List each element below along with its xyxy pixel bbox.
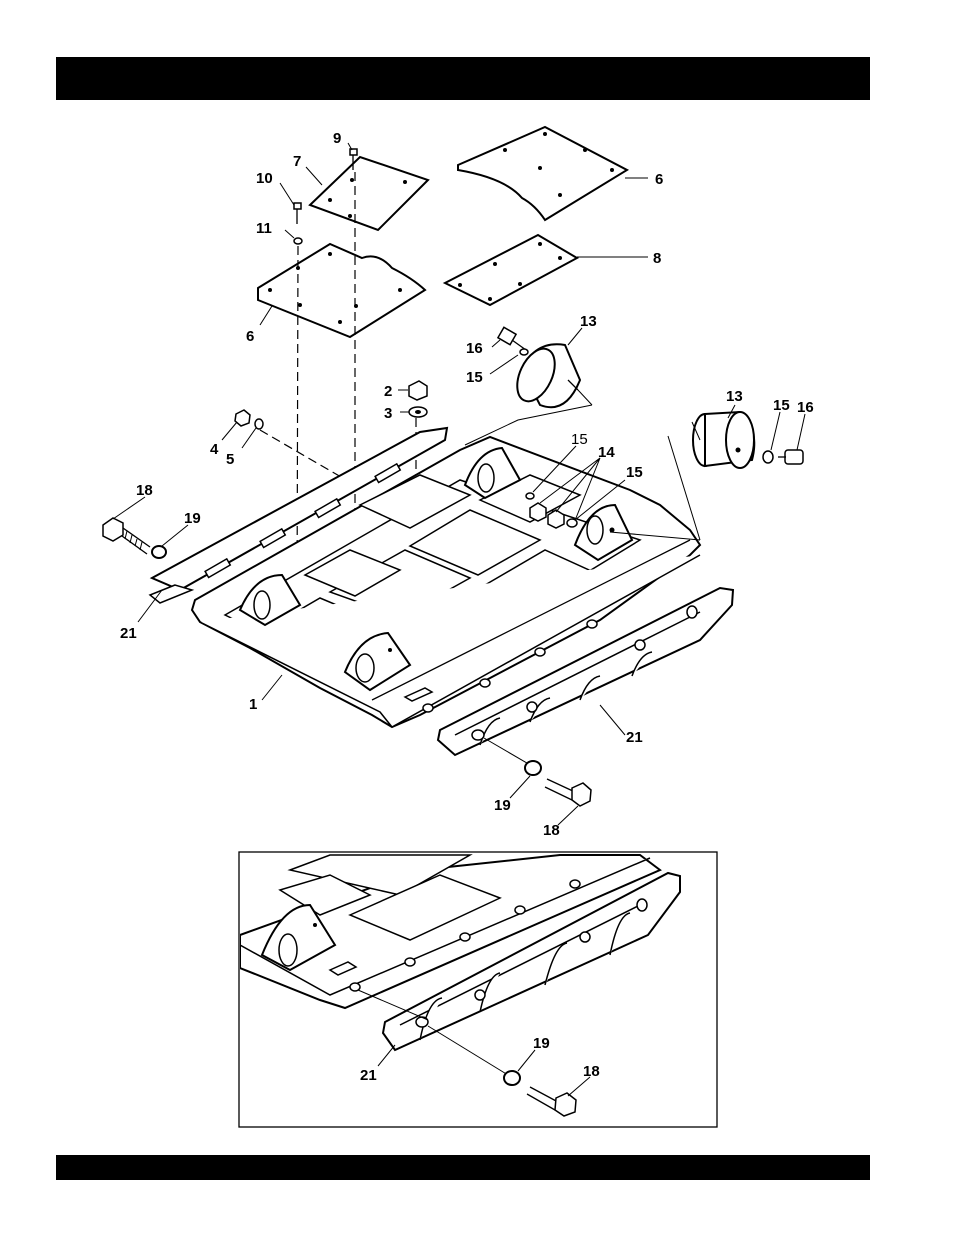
inset-callout-18: 18 bbox=[583, 1063, 600, 1080]
footer-bar bbox=[56, 1155, 870, 1180]
callout-15-frame: 15 bbox=[626, 464, 643, 481]
inset-callout-19: 19 bbox=[533, 1035, 550, 1052]
plate-8 bbox=[445, 235, 577, 305]
nut-14b-icon bbox=[548, 510, 564, 528]
callout-15-mid: 15 bbox=[571, 431, 588, 448]
washer-19-right-icon bbox=[525, 761, 541, 775]
callout-8: 8 bbox=[653, 250, 661, 267]
bolt-18-right-icon bbox=[545, 779, 591, 806]
inset-detail-box: 19 18 21 bbox=[239, 852, 717, 1127]
callout-4: 4 bbox=[210, 441, 219, 458]
callout-21-left: 21 bbox=[120, 625, 137, 642]
mount-13-top-icon bbox=[465, 343, 592, 445]
callout-10: 10 bbox=[256, 170, 273, 187]
callout-13-top: 13 bbox=[580, 313, 597, 330]
callout-6-left: 6 bbox=[246, 328, 254, 345]
washer-15-right-icon bbox=[763, 451, 773, 463]
callout-21-right: 21 bbox=[626, 729, 643, 746]
nut-4-icon bbox=[235, 410, 250, 426]
plate-6-right bbox=[458, 127, 627, 220]
callout-11: 11 bbox=[256, 220, 272, 237]
callout-18-right: 18 bbox=[543, 822, 560, 839]
callout-14: 14 bbox=[598, 444, 615, 461]
callout-9: 9 bbox=[333, 130, 341, 147]
callout-15-right: 15 bbox=[773, 397, 790, 414]
bolt-18-inset-icon bbox=[527, 1087, 576, 1116]
screw-10-icon bbox=[294, 203, 301, 224]
inset-callout-21: 21 bbox=[360, 1067, 377, 1084]
bolt-16-right-icon bbox=[778, 450, 803, 464]
callout-16-top: 16 bbox=[466, 340, 483, 357]
mount-13-right-icon bbox=[693, 412, 754, 468]
nut-14a-icon bbox=[530, 503, 546, 521]
callout-6-right: 6 bbox=[655, 171, 663, 188]
callout-15-top: 15 bbox=[466, 369, 483, 386]
callout-18-left: 18 bbox=[136, 482, 153, 499]
callout-5: 5 bbox=[226, 451, 234, 468]
washer-15c-icon bbox=[526, 493, 534, 499]
callout-1: 1 bbox=[249, 696, 257, 713]
nut-2-icon bbox=[409, 381, 427, 400]
callout-16-right: 16 bbox=[797, 399, 814, 416]
washer-19-inset-icon bbox=[504, 1071, 520, 1085]
bolt-16-top-icon bbox=[498, 327, 526, 350]
callout-13-right: 13 bbox=[726, 388, 743, 405]
base-frame-1 bbox=[150, 428, 700, 727]
plate-7 bbox=[310, 157, 428, 230]
bolt-18-left-icon bbox=[103, 518, 150, 554]
callout-7: 7 bbox=[293, 153, 301, 170]
washer-11-icon bbox=[294, 238, 302, 244]
callout-19-right: 19 bbox=[494, 797, 511, 814]
washer-5-icon bbox=[255, 419, 263, 429]
callout-2: 2 bbox=[384, 383, 392, 400]
washer-15-top-icon bbox=[520, 349, 528, 355]
washer-19-left-icon bbox=[152, 546, 166, 558]
callout-3: 3 bbox=[384, 405, 392, 422]
callout-19-left: 19 bbox=[184, 510, 201, 527]
